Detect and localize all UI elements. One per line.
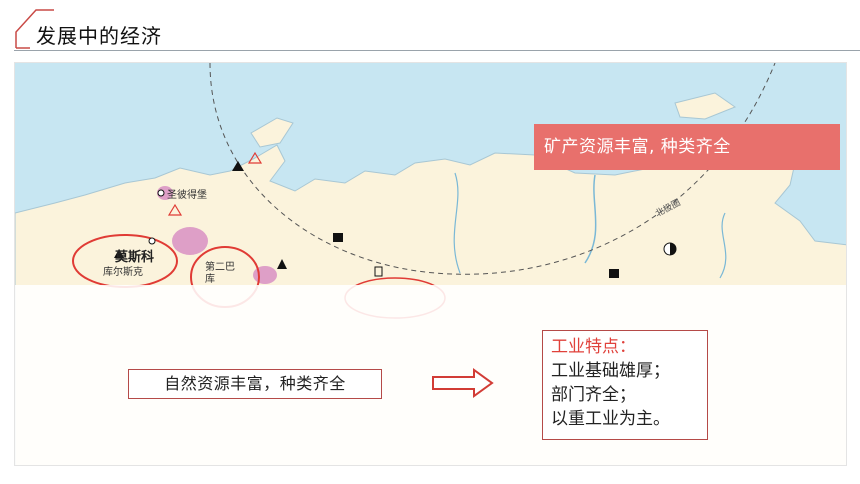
city-label-moscow: 莫斯科 [115,250,155,265]
city-label-spb: 圣彼得堡 [167,190,207,201]
square-coal-icon [333,233,343,242]
city-label-kursk: 库尔斯克 [103,267,143,278]
mineral-resources-banner: 矿产资源丰富, 种类齐全 [534,124,840,170]
header-divider [14,50,860,51]
triangle-oil-icon [114,249,124,258]
square-coal-icon [374,266,383,277]
warning-triangle-icon [167,203,183,216]
industry-features-box: 工业特点： 工业基础雄厚； 部门齐全； 以重工业为主。 [542,330,708,440]
triangle-oil-icon [232,161,244,171]
corner-decoration-icon [15,9,54,49]
industry-line: 工业基础雄厚； [551,361,670,381]
industry-line: 以重工业为主。 [551,409,670,429]
natural-resources-box: 自然资源丰富，种类齐全 [128,369,382,399]
region-label-baku: 第二巴库 [205,262,235,285]
square-coal-icon [609,269,619,278]
warning-triangle-icon [247,151,263,164]
industry-title: 工业特点： [551,337,636,357]
industry-line: 部门齐全； [551,385,636,405]
header: 发展中的经济 [0,0,860,56]
page-title: 发展中的经济 [36,24,162,48]
russia-resource-map: 莫斯科 库尔斯克 圣彼得堡 第二巴库 北极圈 [14,62,847,466]
right-arrow-icon [432,368,494,398]
triangle-oil-icon [277,259,287,269]
